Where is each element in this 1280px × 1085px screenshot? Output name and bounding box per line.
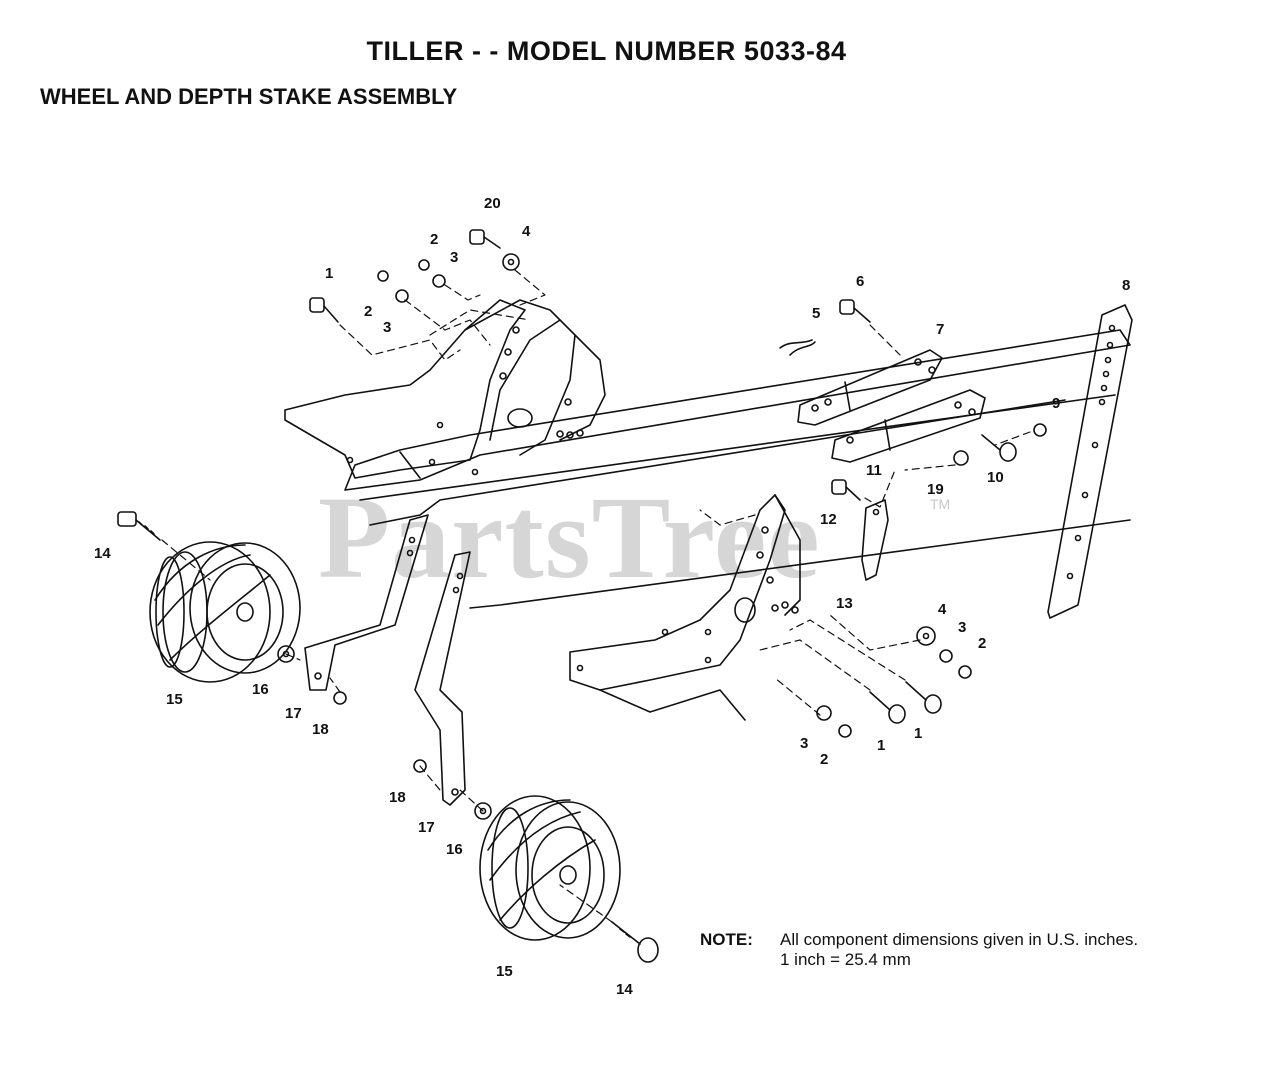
callout-1: 1 — [325, 265, 333, 282]
callout-10: 10 — [987, 469, 1004, 486]
stake-bracket-7 — [797, 349, 943, 426]
callout-3b: 3 — [450, 249, 458, 266]
bolt-12 — [831, 479, 861, 501]
bolt-6 — [839, 299, 871, 323]
callout-14b: 14 — [616, 981, 633, 998]
callout-11: 11 — [866, 462, 882, 479]
callout-1b: 1 — [877, 737, 885, 754]
callout-5: 5 — [812, 305, 820, 322]
bolt-1-right-b — [905, 681, 942, 714]
callout-4: 4 — [522, 223, 531, 240]
callout-14: 14 — [94, 545, 111, 562]
callout-8: 8 — [1122, 277, 1130, 294]
callout-12: 12 — [820, 511, 837, 528]
wheel-arm-right — [414, 551, 471, 806]
callout-labels: 1 2 3 2 3 20 4 5 6 7 8 9 10 11 19 12 13 … — [94, 195, 1130, 998]
note-line-1: All component dimensions given in U.S. i… — [780, 930, 1139, 949]
stake-bracket-11 — [831, 389, 986, 463]
bolt-1-right-a — [869, 691, 906, 724]
callout-4b: 4 — [938, 601, 947, 618]
callout-15: 15 — [166, 691, 183, 708]
callout-1c: 1 — [914, 725, 922, 742]
callout-16: 16 — [252, 681, 269, 698]
callout-13: 13 — [836, 595, 853, 612]
stake-pin — [861, 499, 889, 581]
callout-7: 7 — [936, 321, 944, 338]
leader-lines — [161, 269, 1031, 923]
callout-15b: 15 — [496, 963, 513, 980]
wheel-left — [149, 541, 301, 683]
tiller-frame — [344, 329, 1131, 609]
diagram-title: TILLER - - MODEL NUMBER 5033-84 — [366, 36, 847, 66]
note-label: NOTE: — [700, 930, 753, 949]
watermark-tm: TM — [930, 496, 951, 512]
callout-17: 17 — [285, 705, 302, 722]
depth-stake — [1047, 304, 1133, 619]
callout-9: 9 — [1052, 395, 1060, 412]
callout-2d: 2 — [820, 751, 828, 768]
callout-3: 3 — [383, 319, 391, 336]
callout-6: 6 — [856, 273, 864, 290]
callout-2b: 2 — [430, 231, 438, 248]
callout-3c: 3 — [958, 619, 966, 636]
dimension-note: NOTE: All component dimensions given in U… — [700, 930, 1138, 970]
bolt-20 — [469, 229, 501, 249]
bolt-1 — [309, 297, 339, 323]
callout-3d: 3 — [800, 735, 808, 752]
callout-2: 2 — [364, 303, 372, 320]
left-mounting-bracket — [284, 299, 606, 479]
wheel-right — [479, 795, 621, 941]
bolt-14-left — [117, 511, 161, 541]
callout-18b: 18 — [389, 789, 406, 806]
assembly-subtitle: WHEEL AND DEPTH STAKE ASSEMBLY — [40, 84, 458, 109]
callout-17b: 17 — [418, 819, 435, 836]
callout-16b: 16 — [446, 841, 463, 858]
note-line-2: 1 inch = 25.4 mm — [780, 950, 911, 969]
callout-19: 19 — [927, 481, 944, 498]
wheel-arm-left — [304, 514, 429, 691]
bolt-14-right — [611, 921, 659, 963]
bolt-10 — [981, 434, 1017, 462]
callout-20: 20 — [484, 195, 501, 212]
fasteners — [277, 253, 1047, 820]
callout-2c: 2 — [978, 635, 986, 652]
callout-18: 18 — [312, 721, 329, 738]
note-text: All component dimensions given in U.S. i… — [780, 930, 1138, 970]
right-mounting-bracket — [569, 494, 801, 721]
